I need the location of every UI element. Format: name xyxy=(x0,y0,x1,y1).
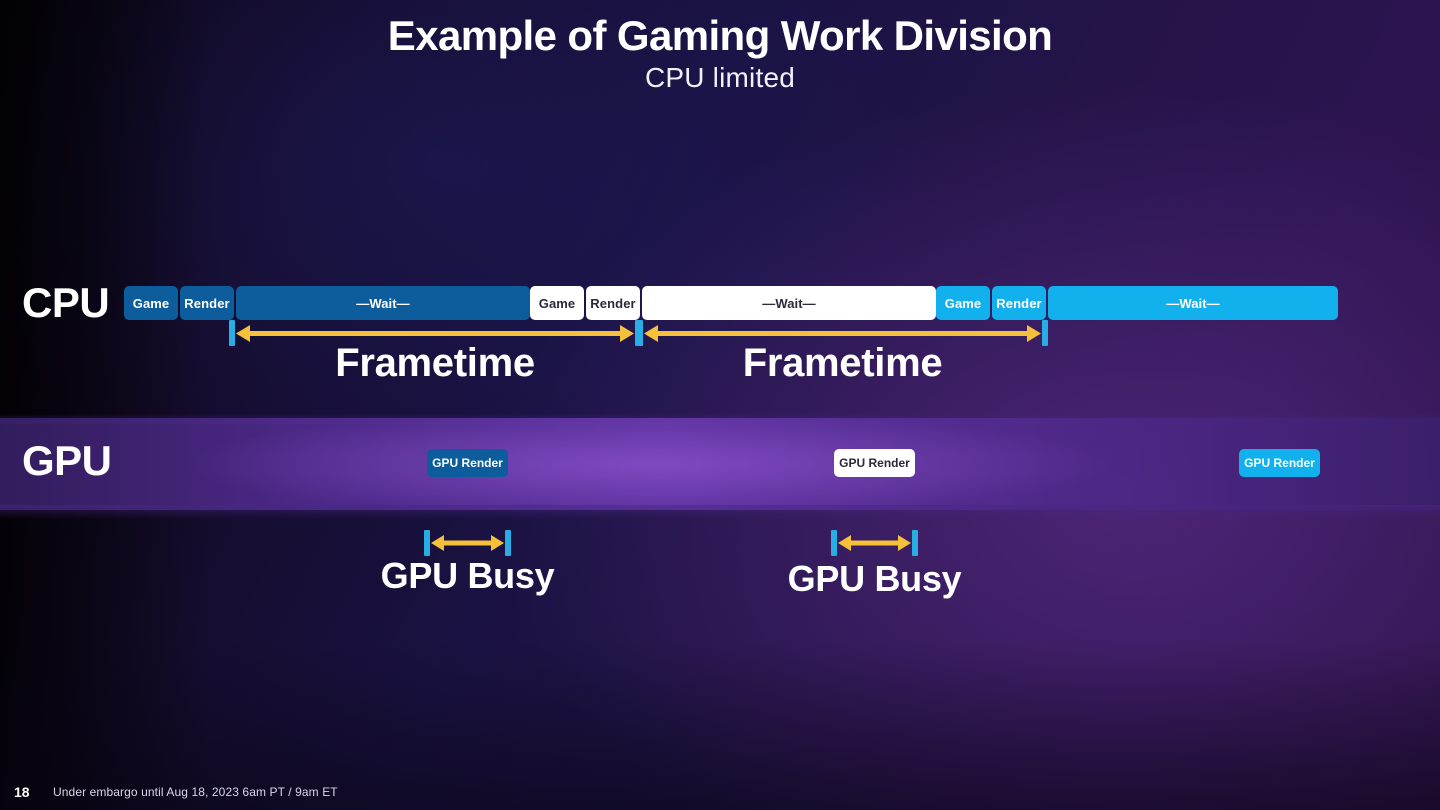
left-vignette xyxy=(0,0,210,810)
slide-subtitle: CPU limited xyxy=(644,62,795,93)
frametime-2-cap-start xyxy=(637,320,643,346)
cpu-segment-wait-3: —Wait— xyxy=(1048,286,1338,320)
gpu-busy-2-cap-start xyxy=(831,530,837,556)
frametime-1-arrow xyxy=(236,324,634,342)
cpu-segment-wait-2: —Wait— xyxy=(642,286,936,320)
cpu-segment-game-3: Game xyxy=(936,286,990,320)
gpu-busy-1-label: GPU Busy xyxy=(380,555,555,596)
gpu-busy-1-cap-start xyxy=(424,530,430,556)
frametime-1-cap-start xyxy=(229,320,235,346)
gpu-busy-2-arrow xyxy=(838,535,911,551)
cpu-segment-game-2: Game xyxy=(530,286,584,320)
gpu-busy-1-cap-end xyxy=(505,530,511,556)
gpu-render-chip-2: GPU Render xyxy=(834,449,915,477)
gpu-busy-2-cap-end xyxy=(912,530,918,556)
cpu-segment-render-1: Render xyxy=(180,286,234,320)
embargo-notice: Under embargo until Aug 18, 2023 6am PT … xyxy=(53,785,338,799)
gpu-highlight-band xyxy=(0,418,1440,510)
cpu-segment-wait-1: —Wait— xyxy=(236,286,530,320)
frametime-2-arrow xyxy=(644,324,1041,342)
gpu-busy-1-arrow xyxy=(431,535,504,551)
gpu-busy-2-label: GPU Busy xyxy=(787,558,962,599)
gpu-band-bottom-glow xyxy=(0,505,1440,519)
frametime-2-cap-end xyxy=(1042,320,1048,346)
gpu-render-chip-3: GPU Render xyxy=(1239,449,1320,477)
cpu-segment-render-2: Render xyxy=(586,286,640,320)
slide-title: Example of Gaming Work Division xyxy=(387,12,1053,59)
frametime-1-label: Frametime xyxy=(335,341,535,385)
cpu-segment-render-3: Render xyxy=(992,286,1046,320)
cpu-segment-game-1: Game xyxy=(124,286,178,320)
gpu-render-chip-1: GPU Render xyxy=(427,449,508,477)
cpu-row-label: CPU xyxy=(22,279,110,326)
frametime-2-label: Frametime xyxy=(742,341,943,385)
gpu-row-label: GPU xyxy=(22,437,112,484)
page-number: 18 xyxy=(14,784,30,800)
